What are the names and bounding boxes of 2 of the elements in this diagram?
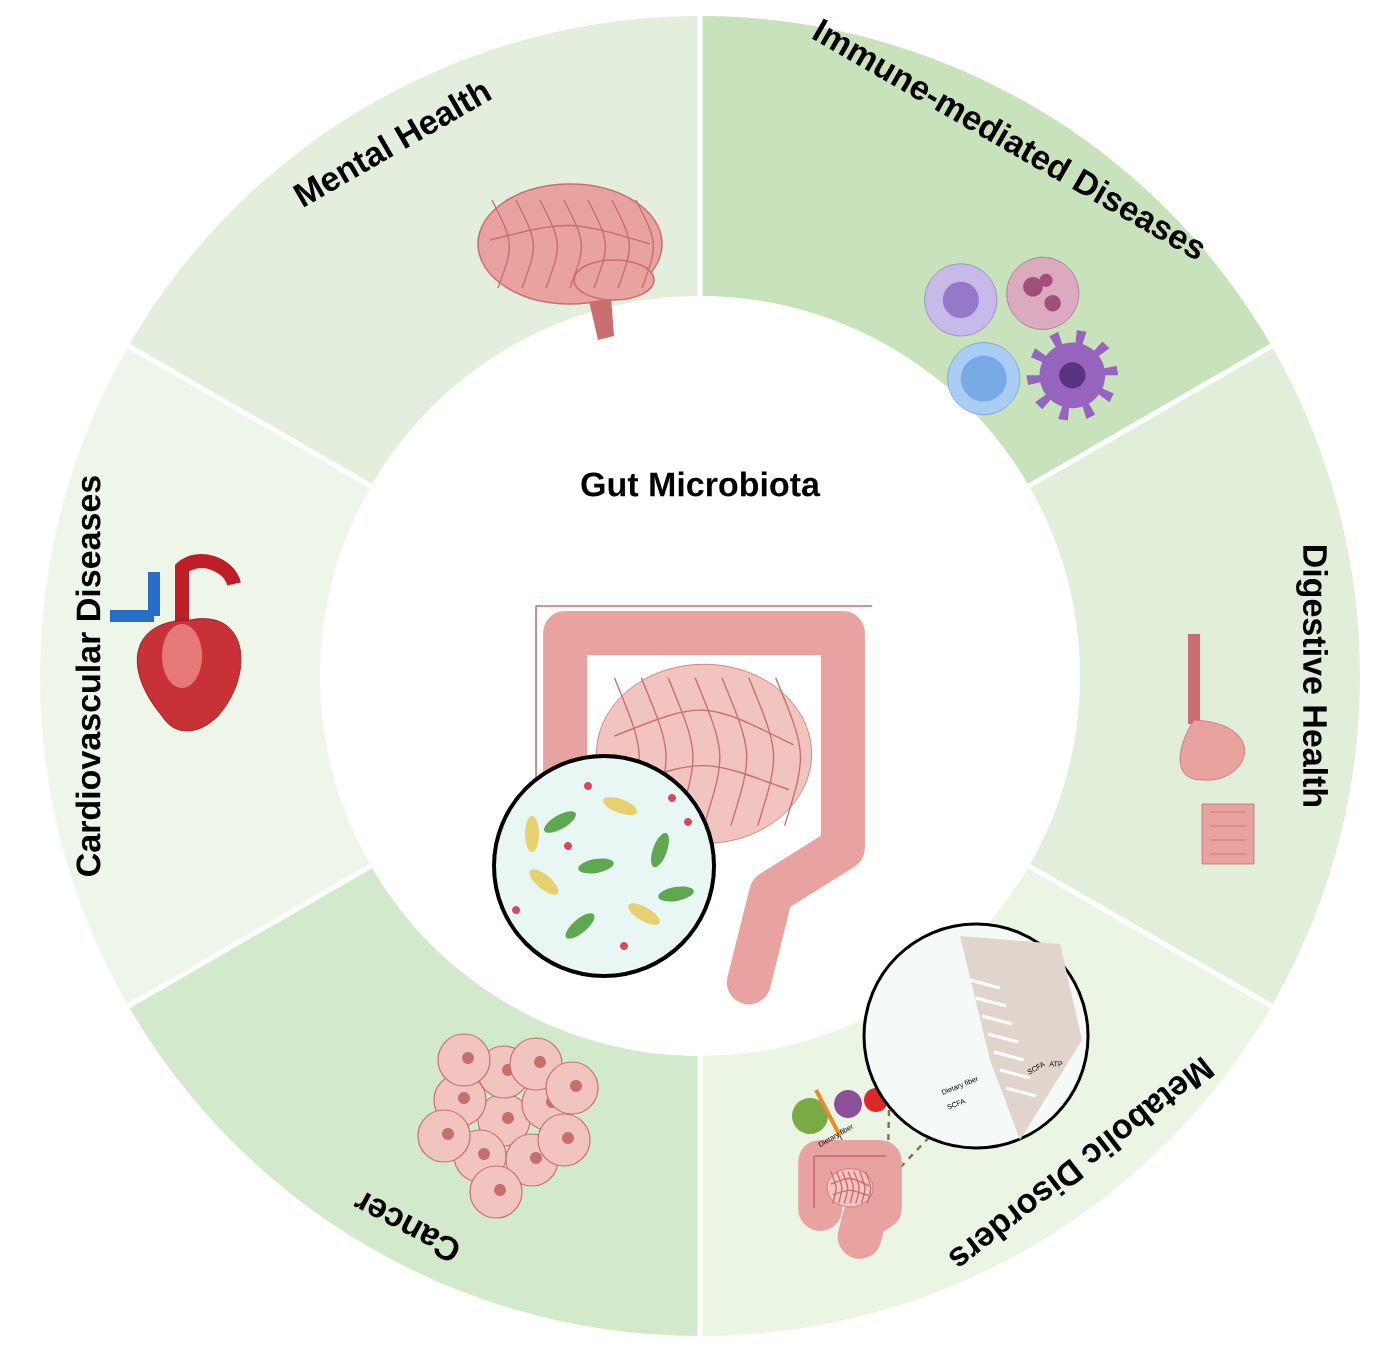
ring-sector: Cardiovascular Diseases: [40, 346, 371, 1006]
ring-sector: Digestive Health: [1029, 346, 1360, 1006]
